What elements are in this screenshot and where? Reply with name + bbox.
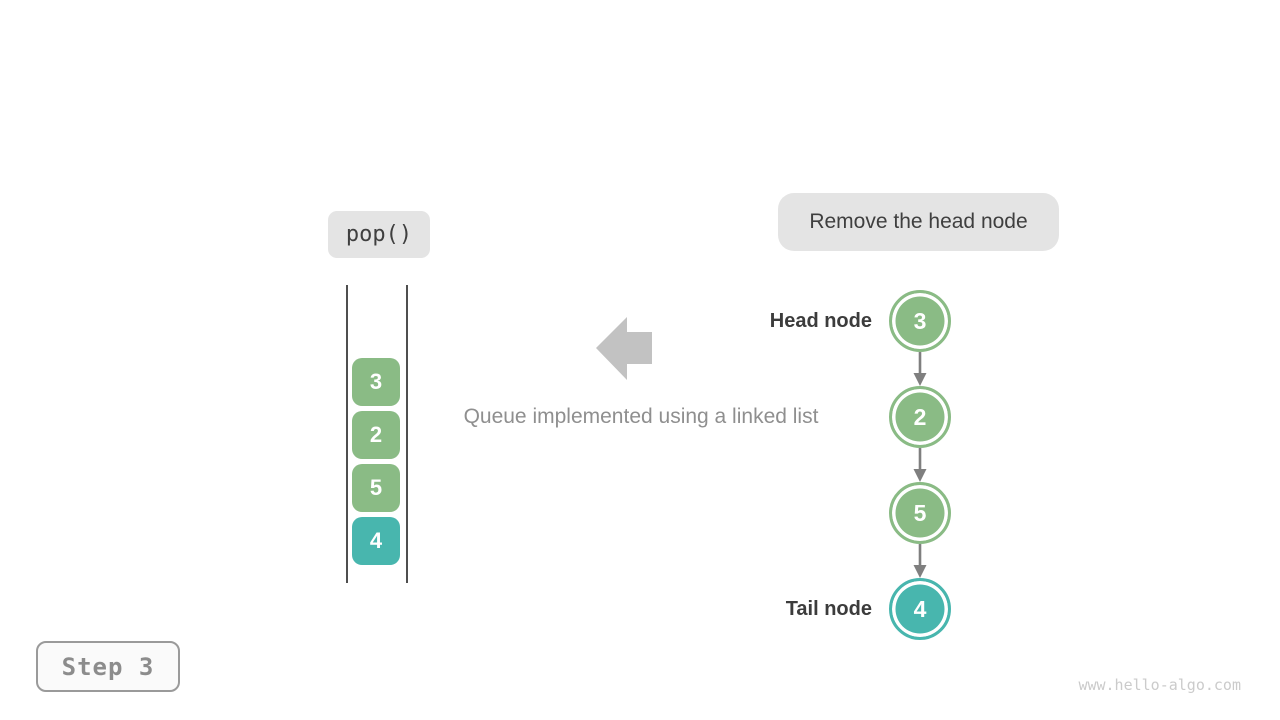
step-indicator: Step 3 — [36, 641, 180, 692]
arrow-down-icon — [913, 448, 927, 482]
queue-container-left-line — [346, 285, 348, 583]
head-node-label: Head node — [769, 310, 872, 332]
queue-cell: 4 — [352, 517, 400, 565]
arrow-down-icon — [913, 544, 927, 578]
linked-list-node-value: 4 — [913, 595, 927, 622]
remove-head-caption: Remove the head node — [778, 193, 1059, 251]
linked-list-node-value: 2 — [913, 403, 927, 430]
linked-list-node-value: 5 — [913, 499, 927, 526]
queue-container-right-line — [406, 285, 408, 583]
linked-list-node: 5 — [889, 482, 951, 544]
tail-node-label: Tail node — [785, 598, 872, 620]
pop-operation-text: pop() — [345, 222, 413, 247]
queue-cell: 3 — [352, 358, 400, 406]
arrow-down-icon — [913, 352, 927, 386]
queue-cell-value: 5 — [369, 475, 383, 500]
pop-operation-label: pop() — [328, 211, 430, 258]
watermark: www.hello-algo.com — [1078, 676, 1241, 694]
remove-head-caption-text: Remove the head node — [809, 210, 1028, 233]
queue-cell-value: 3 — [369, 369, 383, 394]
linked-list-node-value: 3 — [913, 307, 927, 334]
queue-cell-value: 4 — [369, 528, 383, 553]
queue-cell-value: 2 — [369, 422, 383, 447]
linked-list-node: 3 — [889, 290, 951, 352]
linked-list-node: 2 — [889, 386, 951, 448]
left-block-arrow-icon — [596, 317, 652, 380]
queue-cell: 5 — [352, 464, 400, 512]
diagram-description: Queue implemented using a linked list — [463, 405, 819, 428]
queue-cell: 2 — [352, 411, 400, 459]
linked-list-node: 4 — [889, 578, 951, 640]
step-indicator-text: Step 3 — [61, 652, 155, 681]
